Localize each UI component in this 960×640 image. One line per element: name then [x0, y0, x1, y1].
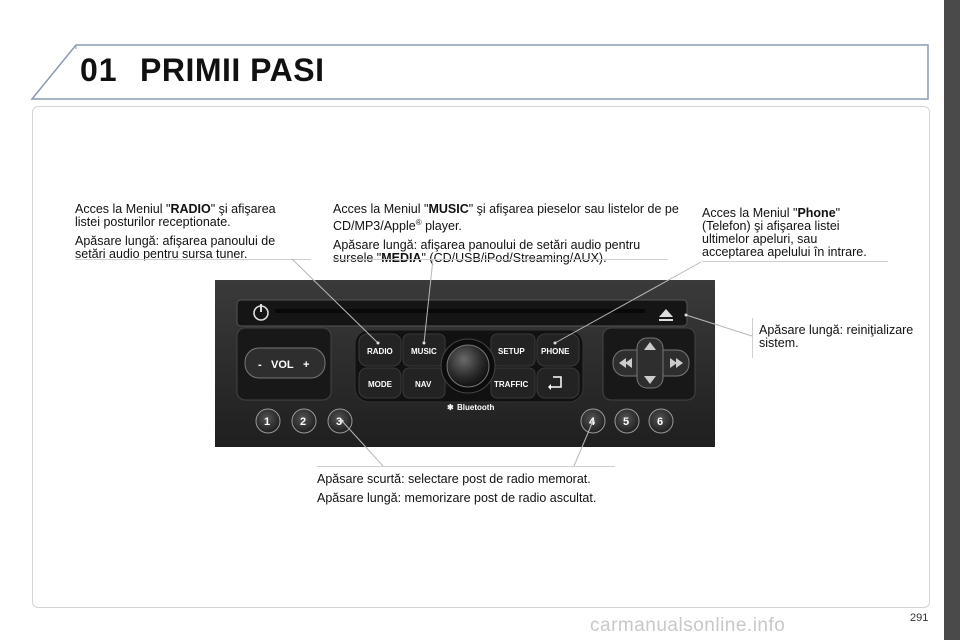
radio-button[interactable]: RADIO: [358, 333, 402, 367]
presets-annotation-divider: [317, 466, 615, 467]
svg-text:3: 3: [336, 416, 342, 428]
reset-annotation-bar: [752, 318, 753, 358]
preset-button-6[interactable]: 6: [648, 408, 674, 434]
side-margin-bar: [944, 0, 960, 640]
svg-text:5: 5: [623, 416, 629, 428]
svg-text:TRAFFIC: TRAFFIC: [494, 380, 528, 389]
preset-button-5[interactable]: 5: [614, 408, 640, 434]
presets-annotation: Apăsare scurtă: selectare post de radio …: [317, 473, 637, 511]
direction-pad[interactable]: [602, 327, 696, 401]
chapter-number: 01: [80, 52, 118, 88]
page-number: 291: [910, 612, 929, 624]
bluetooth-icon: ✱: [447, 403, 454, 412]
svg-text:6: 6: [657, 416, 663, 428]
power-button[interactable]: [253, 304, 269, 321]
svg-text:SETUP: SETUP: [498, 347, 525, 356]
phone-button[interactable]: PHONE: [536, 333, 580, 367]
music-keyword: MUSIC: [428, 202, 469, 216]
down-arrow-icon: [644, 376, 656, 384]
radio-long-press-text: Apăsare lungă: afişarea panoului de setă…: [75, 234, 276, 261]
svg-text:2: 2: [300, 416, 306, 428]
back-arrow-icon: [551, 376, 562, 388]
volume-label: VOL: [271, 359, 294, 371]
svg-text:RADIO: RADIO: [367, 347, 393, 356]
chapter-title: PRIMII PASI: [140, 52, 325, 88]
bluetooth-label: Bluetooth: [457, 403, 494, 412]
svg-text:4: 4: [589, 416, 596, 428]
preset-button-3[interactable]: 3: [327, 408, 353, 434]
phone-annotation: Acces la Meniul "Phone" (Telefon) şi afi…: [702, 206, 867, 259]
nav-button[interactable]: NAV: [402, 367, 446, 399]
setup-button[interactable]: SETUP: [490, 333, 536, 367]
traffic-button[interactable]: TRAFFIC: [490, 367, 536, 399]
up-arrow-icon: [644, 342, 656, 350]
reset-annotation: Apăsare lungă: reiniţializare sistem.: [759, 323, 914, 350]
preset-button-4[interactable]: 4: [580, 408, 606, 434]
presets-long-press-text: Apăsare lungă: memorizare post de radio …: [317, 491, 597, 505]
radio-annotation-divider: [75, 259, 311, 260]
mode-button[interactable]: MODE: [358, 367, 402, 399]
radio-unit: - VOL + RADIO MUSIC SETUP PHONE MODE NAV…: [215, 280, 715, 447]
presets-short-press-text: Apăsare scurtă: selectare post de radio …: [317, 472, 591, 486]
svg-text:NAV: NAV: [415, 380, 432, 389]
volume-plus-label: +: [303, 359, 309, 371]
music-annotation: Acces la Meniul "MUSIC" şi afişarea pies…: [333, 202, 683, 271]
phone-annotation-divider: [702, 261, 888, 262]
content-frame: [32, 106, 930, 608]
music-button[interactable]: MUSIC: [402, 333, 446, 367]
chapter-header: [30, 44, 929, 100]
volume-minus-label: -: [258, 359, 262, 371]
rewind-icon: [619, 358, 632, 368]
preset-button-1[interactable]: 1: [255, 408, 281, 434]
music-annotation-divider: [333, 259, 668, 260]
preset-button-2[interactable]: 2: [291, 408, 317, 434]
watermark: carmanualsonline.info: [590, 615, 786, 636]
radio-annotation: Acces la Meniul "RADIO" şi afişarea list…: [75, 203, 295, 267]
cd-slot: [275, 309, 645, 313]
svg-text:1: 1: [264, 416, 270, 428]
media-keyword: MEDIA: [381, 251, 421, 265]
back-button[interactable]: [536, 367, 580, 399]
radio-keyword: RADIO: [170, 202, 211, 216]
volume-control[interactable]: - VOL +: [236, 327, 332, 401]
svg-text:MUSIC: MUSIC: [411, 347, 437, 356]
fast-forward-icon: [670, 358, 683, 368]
svg-text:MODE: MODE: [368, 380, 393, 389]
phone-keyword: Phone: [797, 206, 836, 220]
svg-text:PHONE: PHONE: [541, 347, 570, 356]
main-rotary-knob[interactable]: [446, 344, 490, 388]
